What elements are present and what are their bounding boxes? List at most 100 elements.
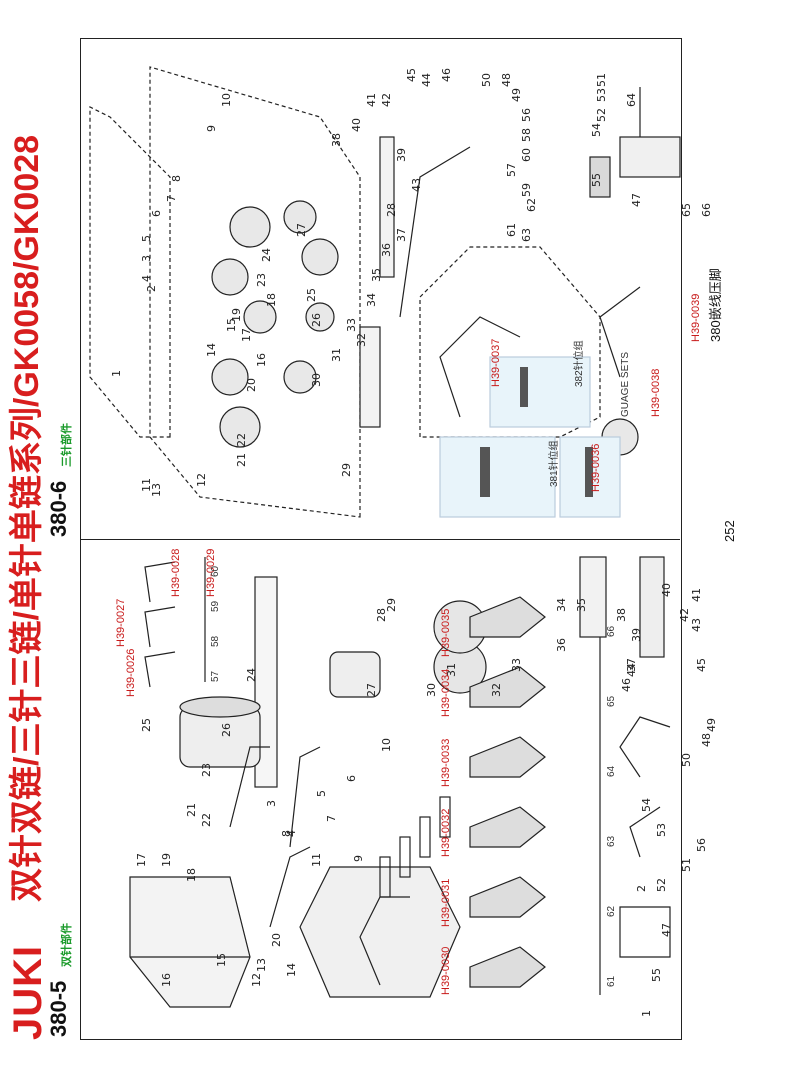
part-number-44: 44: [625, 663, 638, 677]
part-number-9: 9: [352, 855, 365, 862]
r-part-number-63: 63: [520, 228, 533, 242]
part-number-54: 54: [640, 798, 653, 812]
gauge-code-top-1: H39-0026: [125, 648, 137, 697]
part-number-8: 8: [280, 830, 293, 837]
r-part-number-7: 7: [165, 195, 178, 202]
gauge-code-top-2: H39-0027: [115, 598, 127, 647]
part-number-48: 48: [700, 733, 713, 747]
part-number-27: 27: [365, 683, 378, 697]
gauge-tick-59: 59: [210, 600, 221, 612]
part-number-53: 53: [655, 823, 668, 837]
part-number-33: 33: [510, 658, 523, 672]
part-number-18: 18: [185, 868, 198, 882]
r-part-number-12: 12: [195, 473, 208, 487]
part-number-45: 45: [695, 658, 708, 672]
inset-code-0039: H39-0039: [690, 293, 702, 342]
part-number-40: 40: [660, 583, 673, 597]
r-part-number-30: 30: [310, 373, 323, 387]
part-number-30: 30: [425, 683, 438, 697]
gauge-code-bottom-6: H39-0035: [440, 608, 452, 657]
r-part-number-42: 42: [380, 93, 393, 107]
part-number-1: 1: [640, 1010, 653, 1017]
r-part-number-49: 49: [510, 88, 523, 102]
gauge-tick-63: 63: [606, 835, 617, 847]
part-number-13: 13: [255, 958, 268, 972]
r-part-number-32: 32: [355, 333, 368, 347]
r-part-number-41: 41: [365, 93, 378, 107]
foot-caption: 380嵌线压脚: [708, 268, 723, 342]
r-part-number-1: 1: [110, 370, 123, 377]
r-part-number-5: 5: [140, 235, 153, 242]
r-part-number-8: 8: [170, 175, 183, 182]
gauge-code-bottom-2: H39-0031: [440, 878, 452, 927]
r-part-number-23: 23: [255, 273, 268, 287]
part-number-15: 15: [215, 953, 228, 967]
r-part-number-56: 56: [520, 108, 533, 122]
r-part-number-47: 47: [630, 193, 643, 207]
r-part-number-33: 33: [345, 318, 358, 332]
r-part-number-29: 29: [340, 463, 353, 477]
part-number-16: 16: [160, 973, 173, 987]
r-part-number-66: 66: [700, 203, 713, 217]
gauge-code-bottom-3: H39-0032: [440, 808, 452, 857]
gauge-tick-66: 66: [606, 625, 617, 637]
r-part-number-60: 60: [520, 148, 533, 162]
part-number-10: 10: [380, 738, 393, 752]
part-number-5: 5: [315, 790, 328, 797]
gauge-code-bottom-4: H39-0033: [440, 738, 452, 787]
r-part-number-38: 38: [330, 133, 343, 147]
part-number-14: 14: [285, 963, 298, 977]
r-part-number-27: 27: [295, 223, 308, 237]
r-part-number-46: 46: [440, 68, 453, 82]
r-part-number-51: 51: [595, 73, 608, 87]
part-number-3: 3: [265, 800, 278, 807]
part-number-12: 12: [250, 973, 263, 987]
part-number-20: 20: [270, 933, 283, 947]
r-part-number-34: 34: [365, 293, 378, 307]
inset-note-382: 382针位组: [574, 340, 585, 387]
part-number-38: 38: [615, 608, 628, 622]
r-part-number-14: 14: [205, 343, 218, 357]
r-part-number-4: 4: [140, 275, 153, 282]
r-part-number-54: 54: [590, 123, 603, 137]
part-number-43: 43: [690, 618, 703, 632]
part-number-25: 25: [140, 718, 153, 732]
r-part-number-44: 44: [420, 73, 433, 87]
r-part-number-9: 9: [205, 125, 218, 132]
r-part-number-64: 64: [625, 93, 638, 107]
r-part-number-26: 26: [310, 313, 323, 327]
part-number-19: 19: [160, 853, 173, 867]
r-part-number-61: 61: [505, 223, 518, 237]
part-number-36: 36: [555, 638, 568, 652]
r-part-number-57: 57: [505, 163, 518, 177]
r-part-number-36: 36: [380, 243, 393, 257]
part-number-26: 26: [220, 723, 233, 737]
r-part-number-39: 39: [395, 148, 408, 162]
part-number-51: 51: [680, 858, 693, 872]
gauge-tick-60: 60: [210, 565, 221, 577]
r-part-number-62: 62: [525, 198, 538, 212]
r-part-number-45: 45: [405, 68, 418, 82]
part-number-2: 2: [635, 885, 648, 892]
r-part-number-10: 10: [220, 93, 233, 107]
part-number-41: 41: [690, 588, 703, 602]
r-part-number-20: 20: [245, 378, 258, 392]
part-number-21: 21: [185, 803, 198, 817]
part-number-29: 29: [385, 598, 398, 612]
inset-note-381: 381针位组: [549, 440, 560, 487]
gauge-tick-58: 58: [210, 635, 221, 647]
r-part-number-16: 16: [255, 353, 268, 367]
r-part-number-28: 28: [385, 203, 398, 217]
r-part-number-2: 2: [145, 285, 158, 292]
gauge-tick-57: 57: [210, 670, 221, 682]
gauge-tick-65: 65: [606, 695, 617, 707]
gauge-code-top-3: H39-0028: [170, 548, 182, 597]
r-part-number-59: 59: [520, 183, 533, 197]
r-part-number-3: 3: [140, 255, 153, 262]
r-part-number-65: 65: [680, 203, 693, 217]
r-part-number-52: 52: [595, 108, 608, 122]
part-number-52: 52: [655, 878, 668, 892]
r-part-number-6: 6: [150, 210, 163, 217]
